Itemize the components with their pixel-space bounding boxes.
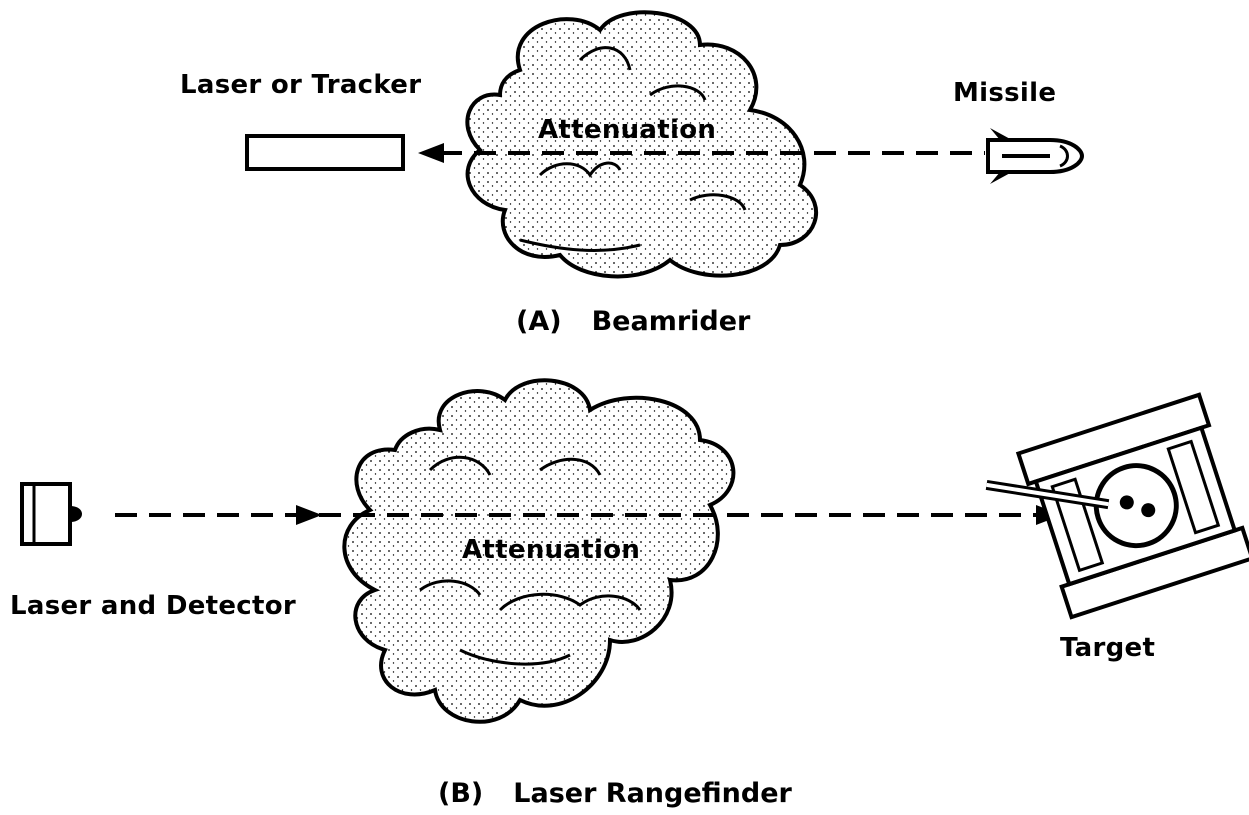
laser-detector-icon (20, 482, 82, 546)
beam-path-a (418, 143, 985, 163)
caption-b-letter: (B) (438, 778, 484, 809)
caption-b-title: Laser Rangefinder (513, 778, 792, 809)
attenuation-label-a: Attenuation (538, 115, 717, 145)
cloud-icon (342, 378, 736, 724)
caption-a: (A) Beamrider (516, 306, 750, 337)
target-label: Target (1060, 633, 1156, 663)
laser-and-detector-label: Laser and Detector (10, 591, 297, 621)
attenuation-label-b: Attenuation (462, 535, 641, 565)
missile-label: Missile (953, 78, 1057, 108)
caption-b: (B) Laser Rangefinder (438, 778, 792, 809)
caption-a-title: Beamrider (591, 306, 751, 337)
laser-tracker-icon (245, 134, 405, 171)
caption-a-letter: (A) (516, 306, 562, 337)
laser-or-tracker-label: Laser or Tracker (180, 70, 422, 100)
missile-icon (986, 128, 1085, 184)
tank-icon (985, 392, 1249, 620)
